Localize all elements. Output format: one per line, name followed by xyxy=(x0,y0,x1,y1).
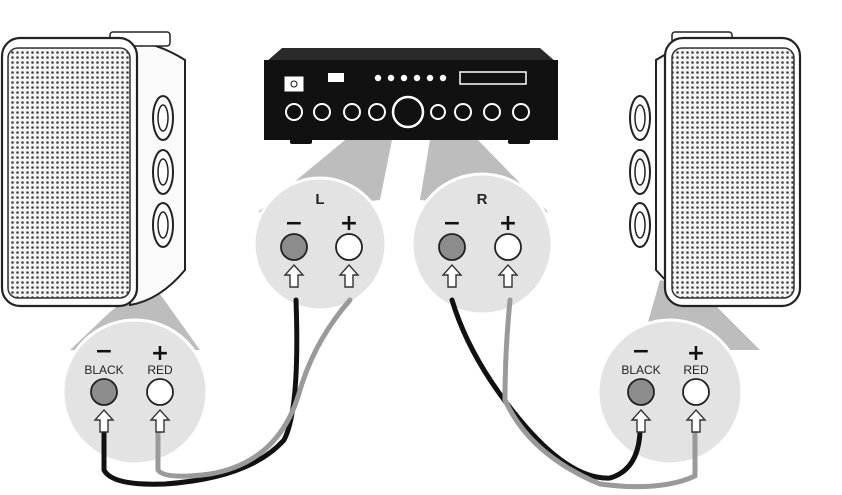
left-speaker-red-label: RED xyxy=(147,363,173,377)
left-speaker-terminals: − + BLACK RED xyxy=(84,339,174,433)
right-speaker-positive-sign: + xyxy=(687,341,705,366)
right-negative-wire xyxy=(449,297,643,481)
left-speaker-positive-terminal xyxy=(146,378,174,406)
left-speaker-negative-sign: − xyxy=(95,339,113,364)
amp-left-negative-terminal xyxy=(280,233,308,261)
amp-right-negative-terminal xyxy=(438,233,466,261)
right-speaker-positive-terminal xyxy=(682,378,710,406)
amp-left-terminals: L − + xyxy=(280,191,363,288)
power-switch-icon xyxy=(283,75,305,93)
right-speaker-red-label: RED xyxy=(683,363,709,377)
amp-right-terminal-callout xyxy=(410,172,554,316)
right-speaker-terminals: − + BLACK RED xyxy=(621,339,710,433)
left-speaker-negative-terminal xyxy=(90,378,118,406)
usb-port-icon xyxy=(328,73,344,82)
amp-left-negative-sign: − xyxy=(285,211,303,236)
right-speaker xyxy=(629,31,802,308)
amp-left-positive-sign: + xyxy=(340,211,358,236)
amplifier xyxy=(264,48,558,144)
left-speaker-terminal-callout xyxy=(61,318,209,466)
amp-right-positive-sign: + xyxy=(499,211,517,236)
right-speaker-negative-terminal xyxy=(627,378,655,406)
right-speaker-negative-sign: − xyxy=(632,339,650,364)
amp-right-terminals: R − + xyxy=(438,191,522,288)
right-channel-label: R xyxy=(477,191,488,208)
control-buttons xyxy=(374,74,447,82)
left-speaker-positive-sign: + xyxy=(151,341,169,366)
left-speaker-black-label: BLACK xyxy=(84,363,123,377)
left-positive-wire xyxy=(155,297,353,479)
display-panel xyxy=(459,71,527,85)
amp-right-positive-terminal xyxy=(494,233,522,261)
left-channel-label: L xyxy=(315,191,324,208)
knob-icon xyxy=(285,95,530,129)
amp-right-negative-sign: − xyxy=(443,211,461,236)
wires xyxy=(101,297,698,490)
right-speaker-terminal-callout xyxy=(596,318,744,466)
right-positive-wire xyxy=(502,297,698,490)
left-negative-wire xyxy=(101,297,300,487)
amp-left-positive-terminal xyxy=(335,233,363,261)
left-speaker xyxy=(0,31,186,308)
right-speaker-black-label: BLACK xyxy=(621,363,660,377)
